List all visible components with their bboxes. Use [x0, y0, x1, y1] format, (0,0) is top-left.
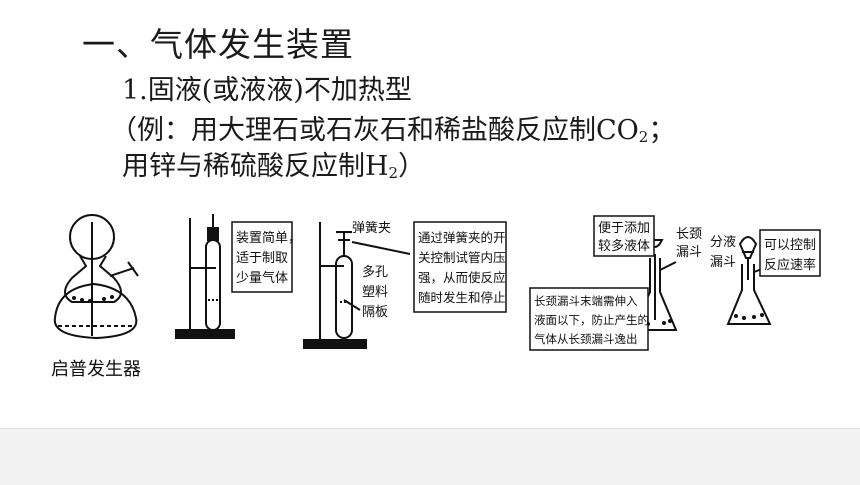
apparatus-diagrams: 启普发生器 装置简单， 适于制取 少量气体 弹簧夹 多孔: [51, 214, 821, 380]
plate-label-3: 隔板: [362, 305, 388, 320]
long-funnel-note-line-3: 气体从长颈漏斗逸出: [534, 332, 638, 346]
sep-funnel-label-1: 分液: [710, 235, 736, 250]
long-funnel-label-1: 长颈: [676, 227, 702, 242]
long-funnel-label-2: 漏斗: [676, 244, 702, 260]
example-line-1: （例：用大理石或石灰石和稀盐酸反应制CO2；: [110, 108, 675, 147]
example-line-1-suffix: ；: [648, 115, 676, 146]
section-heading: 一、气体发生装置: [82, 25, 354, 64]
simple-note-line-1: 装置简单，: [236, 230, 301, 246]
add-note-line-2: 较多液体: [598, 238, 650, 254]
clip-note-line-3: 强，从而使反应: [418, 270, 506, 285]
sep-funnel-label-2: 漏斗: [710, 254, 736, 270]
example-line-2: 用锌与稀硫酸反应制H2）: [122, 144, 425, 183]
example-line-2-text: 用锌与稀硫酸反应制H: [122, 151, 389, 182]
clip-note-line-1: 通过弹簧夹的开: [418, 230, 506, 245]
long-funnel-note-box: [529, 287, 649, 351]
bottom-band: [0, 428, 860, 485]
h2-subscript: 2: [388, 164, 399, 182]
rate-note-line-2: 反应速率: [764, 257, 816, 273]
rate-note-box: [759, 229, 821, 277]
spring-clip-figure: [303, 222, 411, 349]
long-funnel-note-line-2: 液面以下，防止产生的: [534, 313, 649, 327]
simple-note-line-2: 适于制取: [236, 251, 288, 266]
long-funnel-note-line-1: 长颈漏斗末端需伸入: [534, 294, 638, 308]
co2-subscript: 2: [638, 128, 649, 146]
kipp-generator-figure: [53, 214, 139, 340]
simple-tube-figure: [175, 214, 235, 339]
rate-note-line-1: 可以控制: [764, 238, 816, 253]
simple-note-box: [231, 221, 293, 293]
add-note-box: [593, 215, 655, 257]
kipp-caption: 启普发生器: [51, 359, 141, 380]
spring-clip-label: 弹簧夹: [352, 220, 391, 236]
separatory-funnel-flask-figure: [726, 236, 772, 325]
simple-note-line-3: 少量气体: [236, 270, 288, 286]
plate-label-2: 塑料: [362, 285, 388, 300]
subsection-heading: 1.固液(或液液)不加热型: [122, 75, 412, 106]
example-line-2-suffix: ）: [398, 151, 426, 182]
clip-note-box: [413, 221, 507, 313]
add-note-line-1: 便于添加: [598, 221, 650, 236]
clip-note-line-2: 关控制试管内压: [418, 250, 506, 265]
clip-note-line-4: 随时发生和停止: [418, 290, 506, 305]
plate-label-1: 多孔: [362, 264, 388, 280]
slide: 一、气体发生装置 1.固液(或液液)不加热型 （例：用大理石或石灰石和稀盐酸反应…: [51, 25, 821, 380]
example-line-1-text: （例：用大理石或石灰石和稀盐酸反应制CO: [110, 115, 639, 146]
